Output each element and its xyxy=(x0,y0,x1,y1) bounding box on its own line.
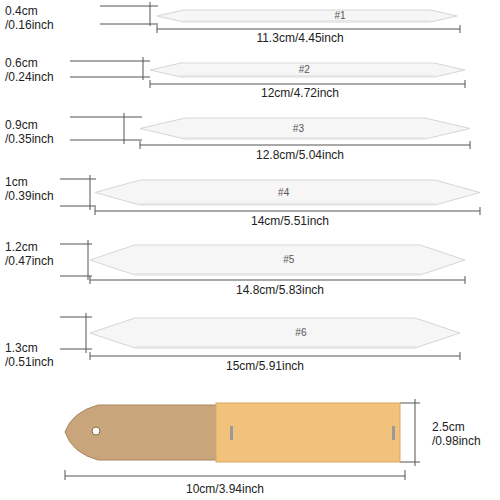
blending-stump: #1 xyxy=(157,10,457,22)
blending-stump: #2 xyxy=(150,63,465,77)
stump-shade xyxy=(185,137,425,138)
dimension-lines xyxy=(60,2,480,480)
stump-shade xyxy=(135,346,415,347)
stump-body xyxy=(95,180,480,205)
length-dimension: 12cm/4.72inch xyxy=(259,86,341,100)
stump-outline xyxy=(90,245,465,275)
length-dimension: 15cm/5.91inch xyxy=(224,359,306,373)
stump-outline xyxy=(157,10,457,22)
hang-hole xyxy=(92,427,100,435)
length-dimension: 12.8cm/5.04inch xyxy=(254,148,346,162)
cardboard-paddle xyxy=(65,405,220,460)
stump-number: #2 xyxy=(299,65,310,75)
stump-body xyxy=(90,318,460,348)
thickness-dimension: 2.5cm /0.98inch xyxy=(432,420,496,448)
stump-number: #4 xyxy=(278,188,289,198)
stump-shade xyxy=(183,20,430,21)
stump-body xyxy=(150,63,465,77)
staple xyxy=(392,426,395,440)
length-dimension: 14.8cm/5.83inch xyxy=(234,283,326,297)
stump-outline xyxy=(90,318,460,348)
thickness-dimension: 1cm /0.39inch xyxy=(5,175,69,203)
thickness-dimension: 1.3cm /0.51inch xyxy=(5,341,69,369)
stump-shade xyxy=(135,273,420,274)
stump-number: #3 xyxy=(293,124,304,134)
sandpaper-pad xyxy=(216,403,400,462)
stump-body xyxy=(90,245,465,275)
thickness-dimension: 0.6cm /0.24inch xyxy=(5,56,69,84)
stump-number: #1 xyxy=(334,11,345,21)
thickness-dimension: 0.4cm /0.16inch xyxy=(5,4,69,32)
staple xyxy=(230,426,233,440)
length-dimension: 11.3cm/4.45inch xyxy=(254,31,345,45)
thickness-dimension: 1.2cm /0.47inch xyxy=(5,240,69,268)
stump-body xyxy=(140,118,470,139)
length-dimension: 14cm/5.51inch xyxy=(249,214,331,228)
thickness-dimension: 0.9cm /0.35inch xyxy=(5,118,69,146)
blending-stump: #4 xyxy=(95,180,480,205)
blending-stump: #6 xyxy=(90,318,460,348)
stump-body xyxy=(157,10,457,22)
sandpaper-pointer xyxy=(65,403,400,462)
stump-number: #6 xyxy=(295,328,306,338)
stump-shade xyxy=(181,75,434,76)
stump-number: #5 xyxy=(283,255,294,265)
blending-stump: #5 xyxy=(90,245,465,275)
stump-outline xyxy=(140,118,470,139)
length-dimension: 10cm/3.94inch xyxy=(184,482,266,496)
blending-stump: #3 xyxy=(140,118,470,139)
stump-shade xyxy=(140,203,435,204)
